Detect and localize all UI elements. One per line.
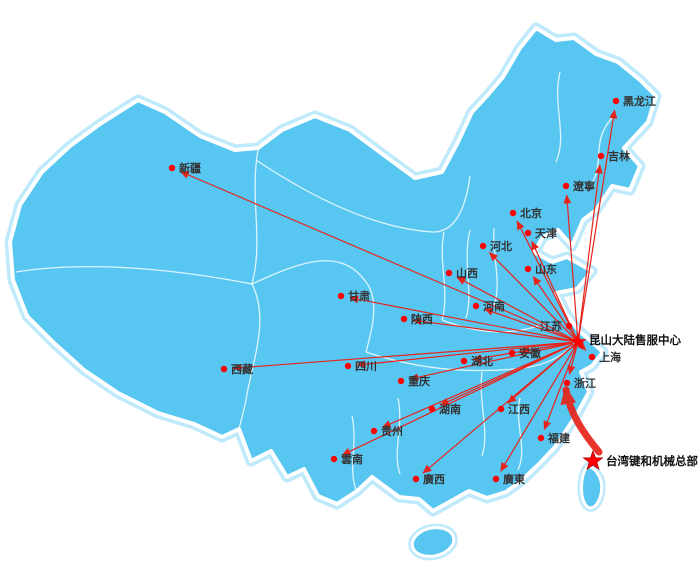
hub-star [569,333,587,350]
province-marker [370,427,378,435]
province-label: 天津 [535,226,557,240]
province-label: 湖南 [439,402,461,416]
hq-label: 台湾键和机械总部 [606,454,698,468]
province-marker [337,292,345,300]
map-land [8,26,658,558]
province-marker [168,164,176,172]
route-arrow [563,194,579,338]
province-marker [563,379,571,387]
province-marker [508,349,516,357]
province-marker [445,269,453,277]
province-label: 山东 [535,262,557,276]
province-marker [597,152,605,160]
province-label: 河南 [483,299,505,313]
province-marker [220,365,228,373]
route-arrow [531,240,577,338]
province-label: 山西 [456,266,478,280]
province-label: 安徽 [519,346,542,360]
hainan-island-shape [410,526,456,558]
province-marker [565,322,573,330]
route-arrow [409,342,574,382]
route-arrow [381,343,574,428]
province-borders [15,71,613,491]
province-label: 廣東 [503,472,526,486]
province-marker [612,97,620,105]
route-arrow [356,341,574,369]
route-arrow [179,170,574,341]
province-label: 吉林 [608,149,630,163]
route-arrow [456,276,574,341]
province-label: 北京 [520,206,542,220]
hq-star [582,449,604,471]
province-label: 雲南 [341,452,363,466]
hub-label: 昆山大陆售服中心 [589,333,681,347]
province-marker [492,475,500,483]
province-label: 浙江 [574,376,596,390]
route-arrow [578,109,618,338]
province-label: 湖北 [471,354,493,368]
province-label: 福建 [547,431,571,445]
route-arrow [341,343,574,456]
province-marker [472,302,480,310]
province-label: 遼寧 [573,179,595,193]
taiwan-route-arrow [560,386,603,456]
province-marker [497,405,505,413]
route-arrow [349,295,574,342]
province-label: 上海 [599,350,621,364]
province-marker [330,455,338,463]
province-label: 黑龙江 [623,94,656,108]
province-marker [562,182,570,190]
province-label: 重庆 [408,374,430,388]
province-label: 新疆 [179,161,201,175]
route-arrow [572,333,582,344]
route-arrow [412,317,574,342]
province-marker [524,265,532,273]
province-marker [412,475,420,483]
route-arrow [488,251,575,339]
province-marker [509,209,517,217]
province-label: 江苏 [540,319,562,333]
province-label: 陕西 [411,312,433,326]
route-arrow [472,342,574,363]
province-marker [344,362,352,370]
route-arrow [484,308,574,341]
mainland-shape [8,26,658,513]
route-arrow [500,345,576,472]
route-arrow [232,341,574,372]
province-marker [524,229,532,237]
province-marker [479,242,487,250]
province-label: 贵州 [381,424,403,438]
province-marker [428,405,436,413]
route-arrow [567,346,578,375]
route-arrow [516,220,577,338]
province-marker [397,377,405,385]
province-marker [537,434,545,442]
province-label: 河北 [490,239,512,253]
province-label: 江西 [508,402,530,416]
province-label: 廣西 [423,472,445,486]
route-arrow [543,346,577,431]
route-arrow [578,164,603,338]
province-marker [400,315,408,323]
taiwan-island-shape [580,464,604,510]
province-marker [588,353,596,361]
province-marker [460,357,468,365]
province-label: 甘肃 [348,289,370,303]
province-label: 四川 [355,360,377,373]
province-label: 西藏 [231,362,253,376]
